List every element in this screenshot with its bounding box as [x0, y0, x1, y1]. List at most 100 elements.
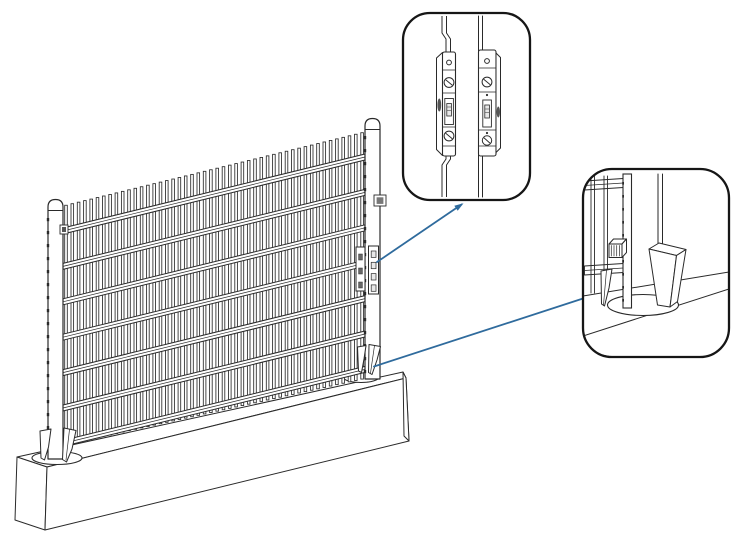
mesh-wire — [165, 180, 169, 423]
right-post-hole-tick — [363, 240, 367, 244]
mesh-wire — [328, 140, 333, 387]
left-post-hole-tick — [46, 296, 50, 300]
mesh-wire — [221, 166, 226, 411]
mesh-wire — [234, 163, 238, 408]
bracket-b-dot — [485, 93, 489, 97]
mesh-rail-midwire — [62, 298, 366, 373]
right-post-hole-tick — [363, 318, 367, 322]
mesh-wire — [253, 158, 257, 404]
right-post-top-clamp-core — [376, 197, 384, 204]
callout1-content — [436, 15, 501, 198]
leader-arrowhead — [454, 203, 464, 211]
mesh-wire — [228, 164, 232, 409]
bracket-a-screw — [443, 77, 455, 88]
left-post-hole-tick — [46, 374, 50, 378]
detail-post-tick — [622, 195, 624, 198]
bracket-b-side — [495, 52, 501, 153]
bracket-b-screw — [481, 135, 493, 146]
left-post-body — [47, 198, 64, 460]
mesh-wire — [215, 167, 219, 412]
left-post-hole-tick — [46, 426, 50, 430]
detail-post-tick — [622, 286, 624, 289]
mesh-wire — [202, 170, 207, 415]
mesh-wire — [183, 175, 188, 419]
mesh-rail-midwire — [62, 333, 366, 409]
detail-clip-front — [608, 243, 623, 258]
left-post — [46, 198, 69, 460]
mesh-wire — [152, 183, 156, 426]
panel-edge-plate-slot — [358, 281, 363, 289]
mesh-wire — [265, 155, 270, 401]
mesh-wire — [209, 169, 213, 413]
mesh-wire — [246, 160, 251, 405]
right-post-wedge-edge — [370, 345, 375, 374]
mesh-wire — [347, 135, 352, 383]
right-post-hole-tick — [363, 292, 367, 296]
bracket-b-dot — [485, 131, 489, 135]
mesh-wire — [146, 184, 150, 427]
callout-anchor-detail — [581, 167, 731, 359]
bracket-b-side-slot — [496, 106, 500, 118]
mesh-wire — [171, 178, 175, 422]
post-plate-slot — [370, 250, 377, 258]
mesh-wire — [259, 156, 264, 402]
callout1-border — [401, 11, 532, 202]
mesh-wires — [64, 132, 364, 446]
left-post-wedge-left — [39, 428, 52, 461]
left-post-wedge-right — [62, 427, 77, 463]
left-post-hole-tick — [46, 218, 50, 222]
right-post-hole-tick — [363, 214, 367, 218]
mesh-wire — [297, 147, 301, 394]
left-post-hole-tick — [46, 231, 50, 235]
left-post-hole-tick — [46, 309, 50, 313]
mesh-wire — [303, 146, 308, 393]
mesh-wire — [309, 144, 314, 391]
detail-post-wedge-edge — [603, 269, 607, 306]
detail-post-tick — [622, 273, 624, 276]
panel-edge-plate-slot — [358, 267, 363, 275]
leader-line-anchor — [373, 297, 584, 368]
mesh-rail-midwire — [62, 369, 366, 444]
left-post-hole-tick — [46, 348, 50, 352]
post-plate-slot — [370, 261, 377, 270]
callout-connector-detail — [401, 11, 532, 202]
mesh-rail-midwire — [62, 262, 366, 338]
right-post-hole-tick — [363, 227, 367, 231]
bracket-b-screw-slot — [483, 79, 491, 85]
right-post-hole-tick — [363, 331, 367, 335]
right-post-hole-tick — [363, 136, 367, 140]
mesh-rail-midwire — [62, 156, 366, 232]
bracket-b-screw — [481, 76, 493, 88]
mesh-wire — [177, 177, 182, 420]
right-post-hole-tick — [363, 370, 367, 374]
post-plate-slot — [370, 273, 377, 281]
detail-post-tick — [622, 260, 624, 263]
right-post-wedge-left — [357, 345, 367, 373]
bracket-a-screw-slot — [445, 133, 453, 139]
callout2-border — [581, 167, 731, 359]
beam-left-end-face — [14, 456, 48, 531]
detail-wedge-side — [669, 249, 687, 308]
left-post-hole-tick — [46, 270, 50, 274]
right-post-hole-tick — [363, 188, 367, 192]
post-plate-slot — [370, 284, 377, 292]
mesh-wire — [196, 172, 201, 416]
concrete-foundation — [14, 371, 410, 531]
left-post-hole-tick — [46, 322, 50, 326]
mesh-wire — [240, 161, 245, 407]
mesh-wire — [284, 150, 289, 397]
right-post-hole-tick — [363, 305, 367, 309]
mesh-wire — [322, 141, 327, 388]
bracket-a-screw-slot — [445, 79, 453, 86]
mesh-wire — [316, 143, 320, 390]
post-plate — [368, 245, 379, 295]
bracket-a-hole — [446, 59, 452, 66]
mesh-wire — [278, 152, 282, 398]
beam-right-end-face — [402, 371, 410, 442]
left-post-hole-tick — [46, 335, 50, 339]
bracket-a-clip — [446, 103, 452, 117]
mesh-wire — [133, 187, 138, 430]
bracket-b-screw-slot — [483, 137, 491, 144]
